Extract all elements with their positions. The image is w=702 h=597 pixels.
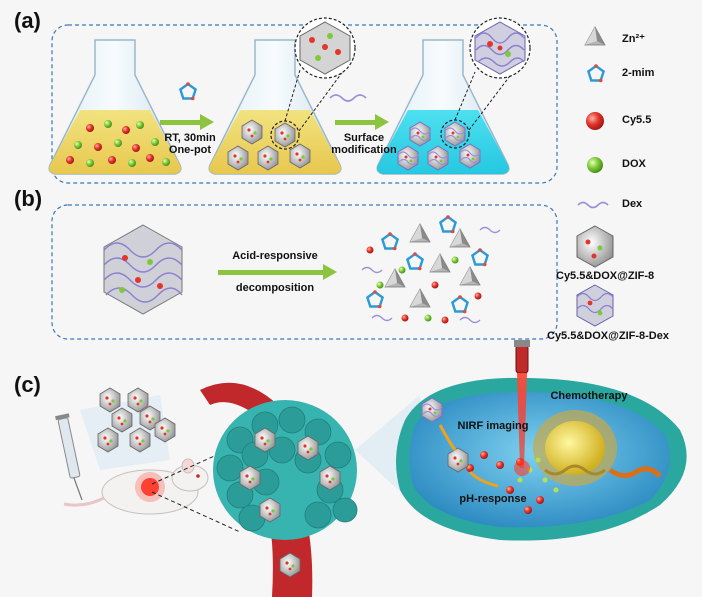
arrow-decomposition bbox=[218, 264, 337, 280]
decomposition-products bbox=[361, 213, 501, 324]
step-a1-line1: RT, 30min bbox=[164, 132, 216, 144]
zoom-line-lower bbox=[151, 491, 241, 533]
dex-chain-icon bbox=[577, 201, 609, 209]
panel-b-frame bbox=[51, 204, 558, 340]
step-a2-line1: Surface bbox=[343, 132, 385, 144]
zoom-line-upper bbox=[151, 439, 251, 485]
2-mim-reagent-icon bbox=[179, 80, 197, 102]
step-a1-label: RT, 30min One-pot bbox=[140, 132, 240, 156]
legend-icons bbox=[576, 26, 614, 327]
cy55-sphere-icon bbox=[586, 112, 604, 130]
ph-response-label: pH-response bbox=[459, 493, 527, 505]
zif8-particle-icon bbox=[576, 225, 614, 268]
legend-label-dox: DOX bbox=[622, 158, 646, 170]
mouse-illustration bbox=[63, 458, 209, 515]
tumor-tissue bbox=[213, 400, 358, 540]
arrow-step-2 bbox=[335, 114, 389, 130]
nirf-imaging-label: NIRF imaging bbox=[457, 420, 529, 432]
legend-label-zif8: Cy5.5&DOX@ZIF-8 bbox=[556, 270, 655, 282]
flask-one-pot bbox=[48, 39, 182, 175]
zif8-dex-particle-icon bbox=[576, 284, 614, 327]
panel-label-c: (c) bbox=[14, 372, 41, 397]
step-a2-line2: modification bbox=[331, 144, 397, 156]
flask-zif8-dex bbox=[376, 17, 531, 175]
laser-illustration bbox=[514, 340, 530, 476]
dex-reagent-icon bbox=[329, 94, 367, 102]
2-mim-ring-icon bbox=[587, 62, 605, 84]
tumor-cell bbox=[396, 377, 687, 541]
legend-label-dex: Dex bbox=[622, 198, 643, 210]
panel-a-frame bbox=[51, 24, 558, 184]
panel-label-b: (b) bbox=[14, 186, 43, 211]
flask-zif8 bbox=[208, 17, 356, 175]
zinc-tetrahedron-icon bbox=[584, 26, 606, 46]
legend-label-zn: Zn²⁺ bbox=[622, 33, 645, 45]
step-b-line2: decomposition bbox=[235, 282, 315, 294]
legend-label-2mim: 2-mim bbox=[622, 67, 655, 79]
arrow-step-1 bbox=[160, 114, 214, 130]
dox-sphere-icon bbox=[587, 157, 603, 173]
panel-label-a: (a) bbox=[14, 8, 41, 33]
step-b-line1: Acid-responsive bbox=[232, 250, 318, 262]
chemotherapy-label: Chemotherapy bbox=[550, 390, 628, 402]
legend-label-cy55: Cy5.5 bbox=[622, 114, 652, 126]
legend-label-zif8-dex: Cy5.5&DOX@ZIF-8-Dex bbox=[547, 330, 669, 342]
step-a2-label: Surface modification bbox=[318, 132, 410, 156]
step-a1-line2: One-pot bbox=[168, 144, 212, 156]
zif8-dex-large-particle bbox=[103, 224, 183, 315]
